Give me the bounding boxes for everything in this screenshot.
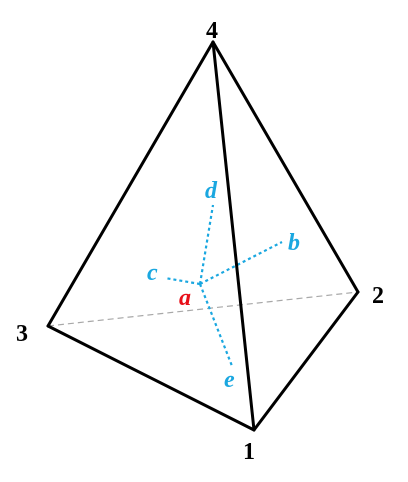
node-label-a: a <box>179 285 191 311</box>
link-a-c <box>164 276 201 286</box>
node-label-e: e <box>224 367 235 393</box>
visible-edges <box>46 40 360 432</box>
connection-group <box>164 204 283 367</box>
link-a-d <box>198 204 215 285</box>
edge-4-1 <box>211 40 256 432</box>
vertex-label-3: 3 <box>16 321 28 347</box>
hidden-edge-3-2 <box>47 291 359 327</box>
node-label-b: b <box>288 230 300 256</box>
edge-4-3 <box>46 40 215 328</box>
link-a-e <box>198 283 234 367</box>
vertex-label-4: 4 <box>206 18 218 44</box>
node-label-d: d <box>205 178 218 204</box>
link-a-b <box>199 241 283 285</box>
vertex-label-2: 2 <box>372 283 384 309</box>
edge-4-2 <box>211 40 360 294</box>
edge-2-1 <box>252 290 360 432</box>
vertex-label-1: 1 <box>243 439 255 465</box>
node-label-c: c <box>147 260 158 286</box>
edge-3-1 <box>46 324 256 432</box>
